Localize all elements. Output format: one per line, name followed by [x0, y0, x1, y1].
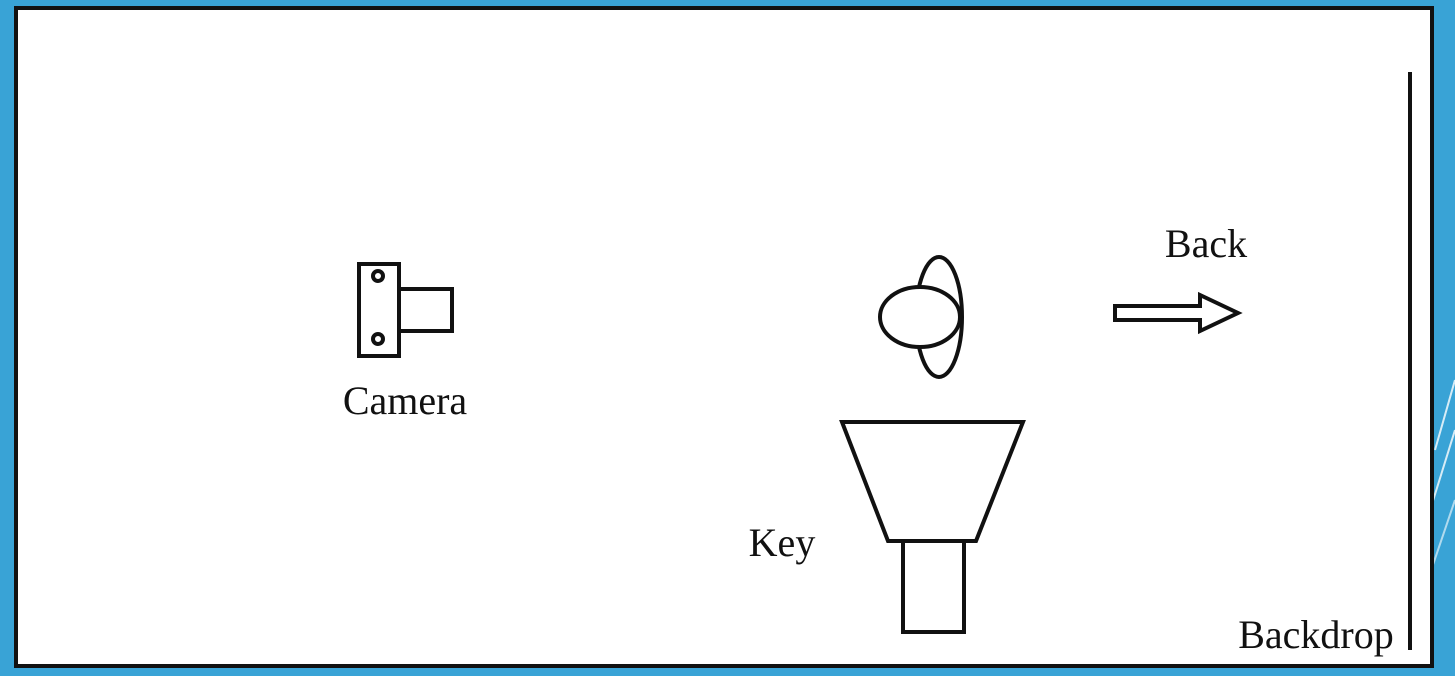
key-label: Key	[749, 520, 816, 565]
camera-icon	[357, 262, 454, 358]
backdrop-label: Backdrop	[1238, 612, 1394, 657]
diagram-panel	[14, 6, 1434, 668]
subject-head-icon	[878, 255, 964, 379]
arrow-right-icon	[1113, 291, 1243, 335]
camera-label: Camera	[343, 378, 468, 423]
key-light-icon	[839, 420, 1026, 634]
back-label: Back	[1165, 221, 1247, 266]
